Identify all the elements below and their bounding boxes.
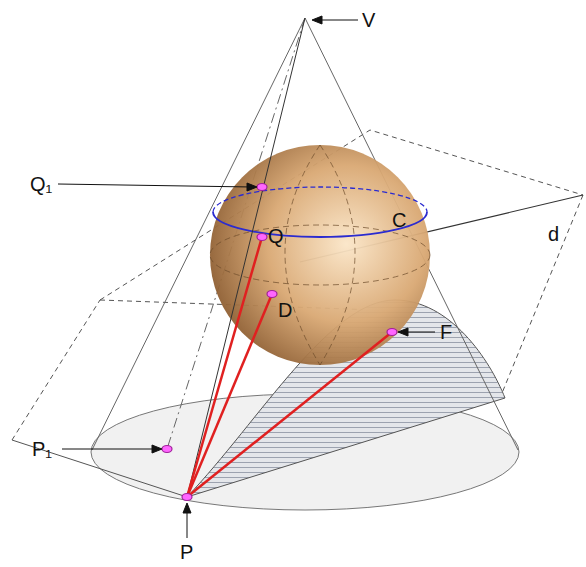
cone-sides bbox=[92, 18, 518, 450]
point-label: Q bbox=[268, 226, 284, 246]
point-label: C bbox=[392, 210, 406, 230]
point-label: D bbox=[278, 300, 292, 320]
point-label: P bbox=[180, 542, 193, 562]
sphere-lines bbox=[210, 145, 430, 365]
generator-line bbox=[187, 18, 305, 497]
point-label: P₁ bbox=[32, 439, 52, 459]
point-label: F bbox=[440, 322, 452, 342]
point-label: V bbox=[362, 10, 375, 30]
point-label: d bbox=[548, 224, 559, 244]
leader-arrows bbox=[58, 16, 435, 538]
point-label: Q₁ bbox=[30, 174, 52, 194]
tangent-circle-back bbox=[213, 187, 427, 212]
plane-edge bbox=[12, 440, 187, 497]
dandelin-sphere bbox=[210, 145, 430, 365]
red-segments bbox=[187, 237, 392, 497]
points bbox=[162, 184, 397, 501]
